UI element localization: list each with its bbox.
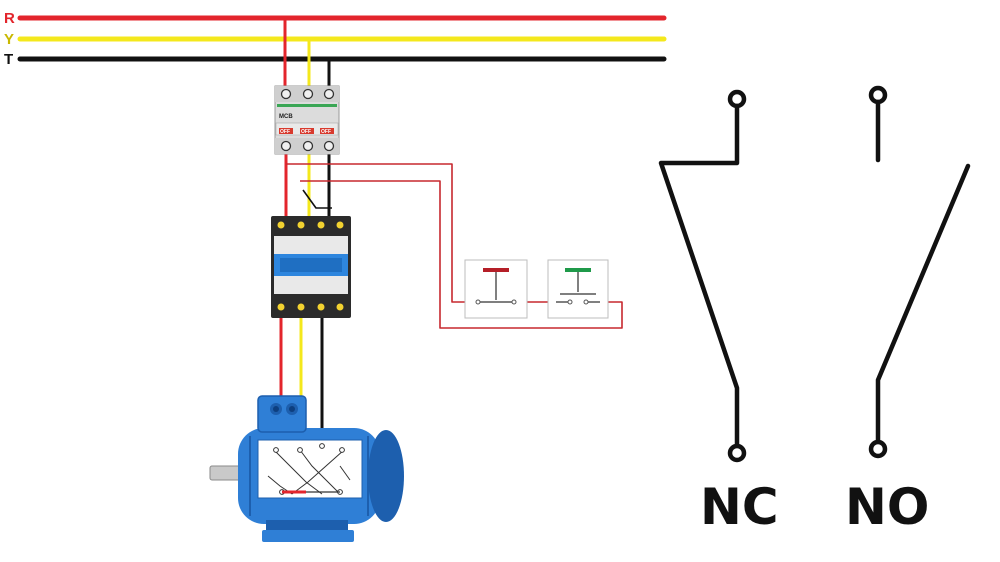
nc-bottom-terminal — [727, 443, 747, 463]
contactor[interactable] — [271, 216, 351, 318]
contactor-terminal-top-3 — [317, 221, 325, 229]
bus-label-t: T — [4, 51, 13, 68]
start-pushbutton[interactable] — [547, 259, 609, 319]
induction-motor[interactable] — [209, 395, 404, 542]
start-button-cap — [565, 268, 591, 272]
mcb-terminal-top-2 — [302, 88, 314, 100]
motor-terminal-box — [257, 395, 307, 433]
bus-label-r: R — [4, 10, 15, 27]
mcb-terminal-bottom-1 — [280, 140, 292, 152]
contactor-terminal-top-2 — [297, 221, 305, 229]
wire-control-phase — [286, 163, 465, 303]
mcb-breaker[interactable]: MCB OFF OFF OFF — [274, 85, 340, 155]
contactor-terminal-bottom-2 — [297, 303, 305, 311]
bus-label-y: Y — [4, 31, 14, 48]
wire-control-hold — [300, 180, 623, 329]
contactor-terminal-top-4 — [336, 221, 344, 229]
mcb-pole-3-state: OFF — [321, 129, 331, 135]
mcb-title: MCB — [279, 114, 293, 120]
wire-control-neutral — [302, 189, 332, 209]
nc-contact-symbol — [658, 89, 747, 463]
contactor-terminal-bottom-3 — [317, 303, 325, 311]
no-label: NO — [845, 478, 929, 536]
mcb-terminal-bottom-2 — [302, 140, 314, 152]
contactor-terminal-bottom-1 — [277, 303, 285, 311]
no-bottom-terminal — [868, 439, 888, 459]
contactor-terminal-top-1 — [277, 221, 285, 229]
mcb-pole-1-state: OFF — [280, 129, 290, 135]
mcb-pole-2-state: OFF — [301, 129, 311, 135]
mcb-terminal-top-3 — [323, 88, 335, 100]
contactor-terminal-bottom-4 — [336, 303, 344, 311]
stop-button-cap — [483, 268, 509, 272]
bus-bars: R Y T — [4, 10, 667, 68]
nc-label: NC — [700, 478, 779, 536]
no-contact-symbol — [868, 85, 971, 459]
mcb-terminal-bottom-3 — [323, 140, 335, 152]
mcb-terminal-top-1 — [280, 88, 292, 100]
stop-pushbutton[interactable] — [464, 259, 528, 319]
